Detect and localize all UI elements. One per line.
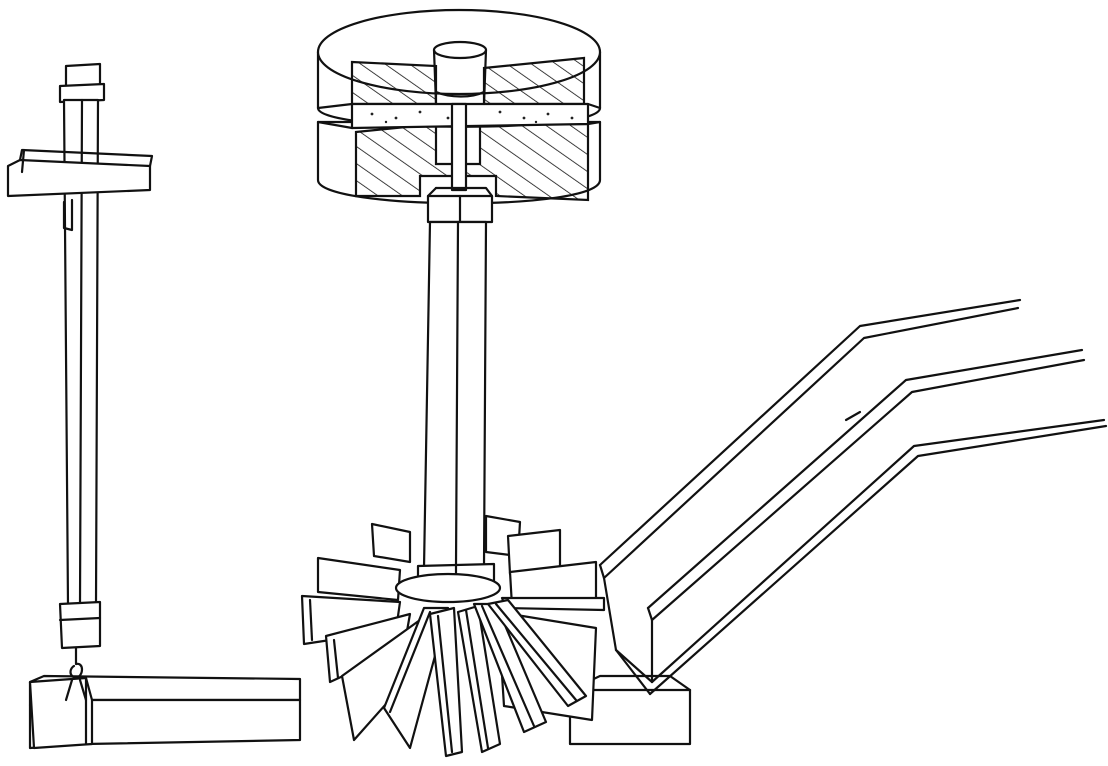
millstones bbox=[316, 8, 602, 205]
lever-post bbox=[6, 62, 154, 650]
water-chute bbox=[598, 298, 1108, 696]
hook-icon bbox=[64, 646, 88, 702]
base-beam bbox=[28, 674, 692, 750]
horizontal-paddle-wheel bbox=[300, 514, 606, 758]
